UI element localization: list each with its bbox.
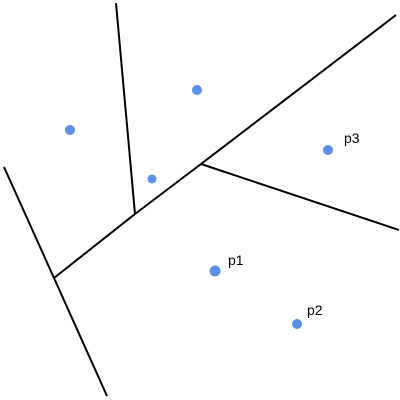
edge-main-diagonal-upper bbox=[200, 14, 397, 165]
point-p2 bbox=[292, 319, 302, 329]
point-p1 bbox=[209, 265, 221, 277]
point-p3 bbox=[323, 145, 333, 155]
edge-left-diagonal bbox=[3, 166, 55, 279]
point-a bbox=[65, 125, 75, 135]
points-group bbox=[65, 85, 333, 329]
edge-main-diagonal-lower bbox=[53, 213, 136, 279]
labels-group: p3 p1 p2 bbox=[228, 130, 360, 318]
label-p1: p1 bbox=[228, 252, 244, 268]
point-c bbox=[147, 174, 157, 184]
point-b bbox=[192, 85, 202, 95]
edge-right-branch bbox=[200, 163, 400, 231]
edges-group bbox=[3, 2, 400, 397]
edge-main-diagonal-middle bbox=[134, 163, 202, 215]
label-p3: p3 bbox=[344, 130, 360, 146]
edge-bottom-left-diagonal bbox=[53, 277, 108, 397]
edge-top-vertical bbox=[115, 2, 136, 215]
label-p2: p2 bbox=[307, 302, 323, 318]
